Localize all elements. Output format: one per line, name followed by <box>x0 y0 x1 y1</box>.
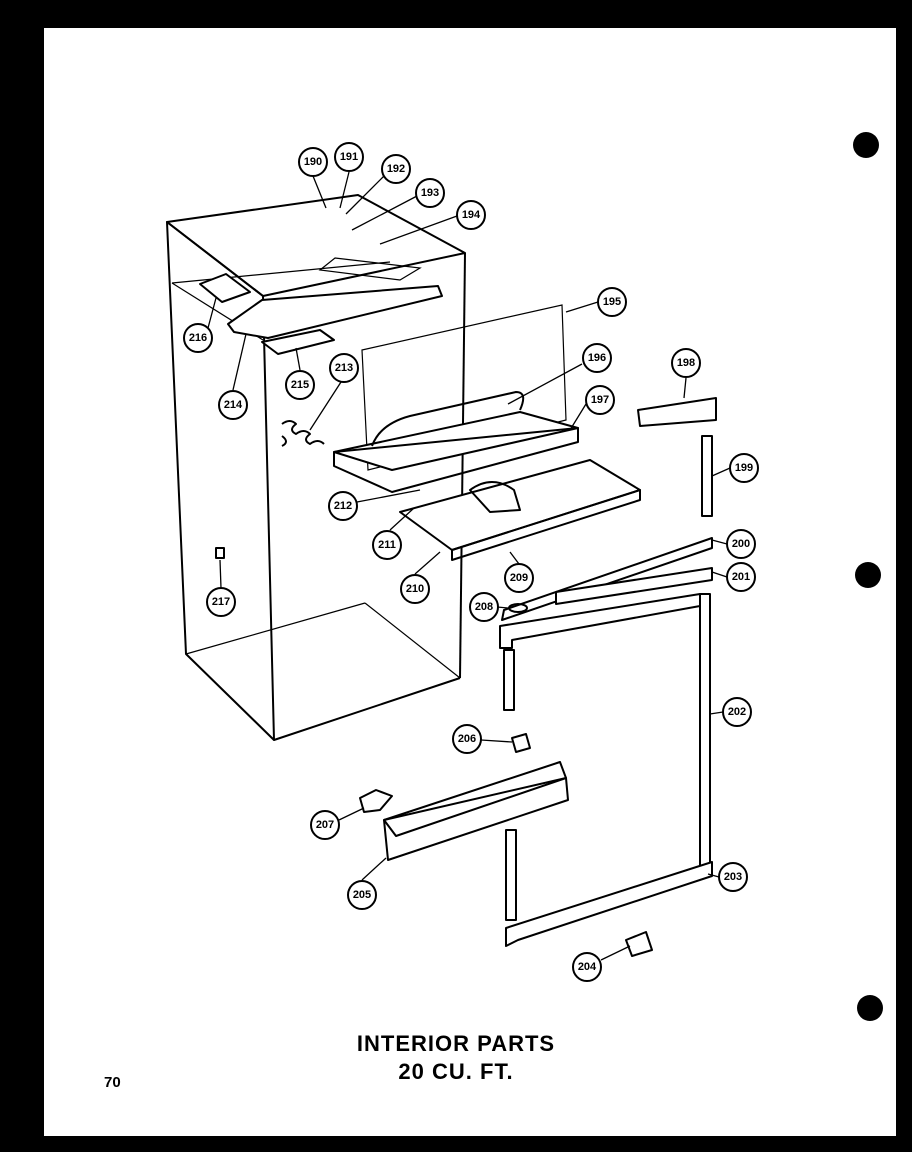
cabinet-liner <box>166 194 466 741</box>
svg-text:216: 216 <box>189 332 207 344</box>
callout-211: 211 <box>372 530 402 560</box>
callout-204: 204 <box>572 952 602 982</box>
callout-202: 202 <box>722 697 752 727</box>
breaker-strip-frame <box>499 593 713 947</box>
binder-hole-top <box>853 132 879 158</box>
svg-text:205: 205 <box>353 889 371 901</box>
callout-207: 207 <box>310 810 340 840</box>
callout-203: 203 <box>718 862 748 892</box>
callout-192: 192 <box>381 154 411 184</box>
callout-214: 214 <box>218 390 248 420</box>
callout-215: 215 <box>285 370 315 400</box>
callout-195: 195 <box>597 287 627 317</box>
callout-201: 201 <box>726 562 756 592</box>
svg-text:212: 212 <box>334 500 352 512</box>
small-bracket <box>511 733 531 753</box>
svg-text:190: 190 <box>304 156 322 168</box>
leader-lines <box>207 171 731 961</box>
bin-guard <box>371 391 525 447</box>
svg-text:197: 197 <box>591 394 609 406</box>
title-line-2: 20 CU. FT. <box>398 1059 514 1084</box>
light-switch <box>215 547 225 559</box>
title-line-1: INTERIOR PARTS <box>356 1031 556 1056</box>
callout-199: 199 <box>729 453 759 483</box>
light-cover <box>261 329 335 355</box>
trim-cap-top <box>637 397 717 427</box>
back-panel <box>361 304 567 471</box>
callout-198: 198 <box>671 348 701 378</box>
svg-text:202: 202 <box>728 706 746 718</box>
bottom-strip <box>555 567 713 605</box>
crisper-cover <box>399 459 641 551</box>
shelf-rail <box>227 285 443 339</box>
callout-191: 191 <box>334 142 364 172</box>
svg-text:203: 203 <box>724 871 742 883</box>
svg-text:206: 206 <box>458 733 476 745</box>
svg-text:217: 217 <box>212 596 230 608</box>
svg-text:199: 199 <box>735 462 753 474</box>
diagram-title: INTERIOR PARTS 20 CU. FT. <box>0 1030 912 1086</box>
svg-text:194: 194 <box>462 209 481 221</box>
spring-set <box>281 420 325 447</box>
binder-hole-bottom <box>857 995 883 1021</box>
shelf-plug <box>508 603 528 613</box>
svg-text:210: 210 <box>406 583 424 595</box>
vertical-trim <box>701 435 713 517</box>
callout-205: 205 <box>347 880 377 910</box>
svg-text:204: 204 <box>578 961 597 973</box>
svg-text:215: 215 <box>291 379 309 391</box>
callout-196: 196 <box>582 343 612 373</box>
page-number: 70 <box>104 1074 121 1091</box>
callout-217: 217 <box>206 587 236 617</box>
callout-193: 193 <box>415 178 445 208</box>
svg-text:200: 200 <box>732 538 750 550</box>
callout-190: 190 <box>298 147 328 177</box>
callout-194: 194 <box>456 200 486 230</box>
svg-text:196: 196 <box>588 352 606 364</box>
svg-text:201: 201 <box>732 571 750 583</box>
svg-text:193: 193 <box>421 187 439 199</box>
callout-210: 210 <box>400 574 430 604</box>
svg-text:214: 214 <box>224 399 243 411</box>
divider-strip <box>501 537 713 621</box>
callout-216: 216 <box>183 323 213 353</box>
svg-text:209: 209 <box>510 572 528 584</box>
svg-text:192: 192 <box>387 163 405 175</box>
svg-text:207: 207 <box>316 819 334 831</box>
svg-text:191: 191 <box>340 151 358 163</box>
svg-text:211: 211 <box>378 539 396 551</box>
callout-206: 206 <box>452 724 482 754</box>
svg-text:198: 198 <box>677 357 695 369</box>
svg-text:195: 195 <box>603 296 621 308</box>
callout-208: 208 <box>469 592 499 622</box>
retainer-clip <box>625 931 653 957</box>
callout-213: 213 <box>329 353 359 383</box>
callout-209: 209 <box>504 563 534 593</box>
callout-212: 212 <box>328 491 358 521</box>
divider-bracket <box>469 481 521 513</box>
callout-200: 200 <box>726 529 756 559</box>
binder-hole-middle <box>855 562 881 588</box>
svg-text:213: 213 <box>335 362 353 374</box>
svg-text:208: 208 <box>475 601 493 613</box>
drawer-slide <box>359 789 393 813</box>
callout-197: 197 <box>585 385 615 415</box>
lamp-plate <box>199 273 251 303</box>
